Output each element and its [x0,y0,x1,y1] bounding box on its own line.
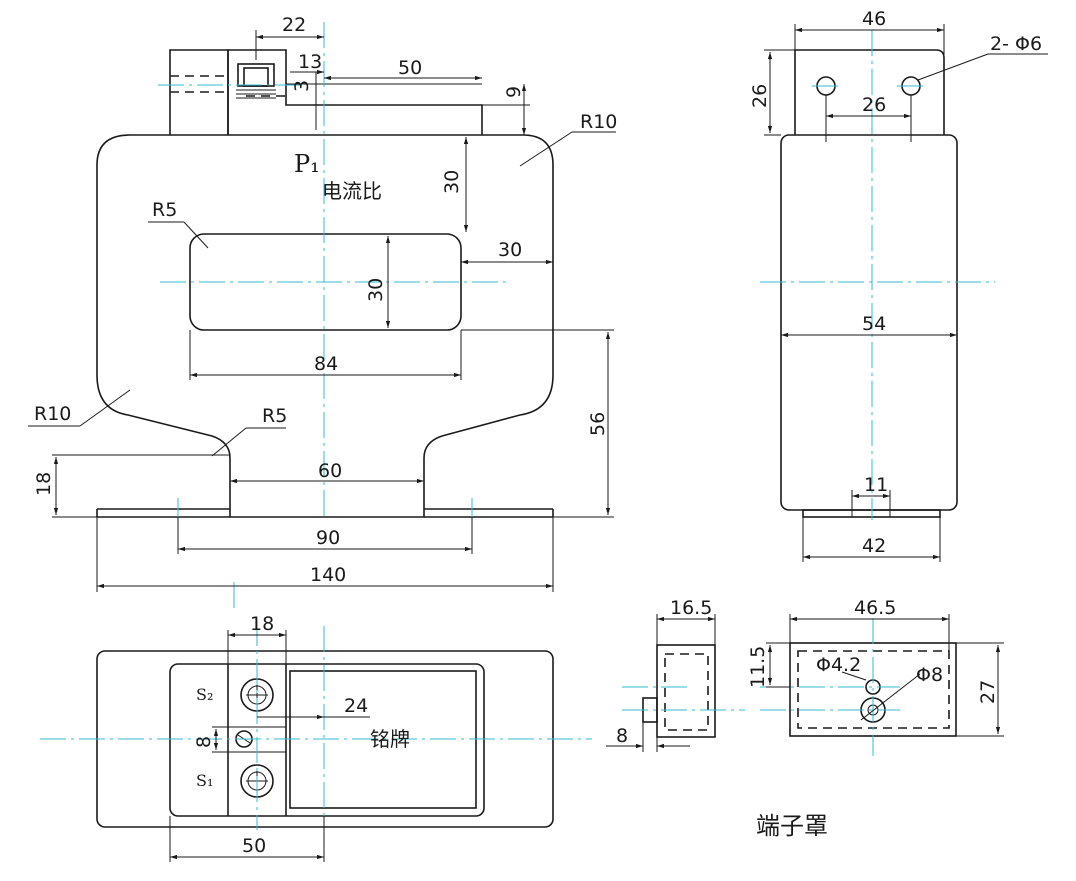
dim-50-bottom: 50 [242,835,266,857]
dim-11: 11 [864,474,888,496]
dim-3: 3 [291,80,313,92]
dim-8-cover: 8 [616,725,628,747]
s2-label: S₂ [196,685,213,704]
dim-90: 90 [316,527,340,549]
dim-phi4-2: Φ4.2 [816,654,861,676]
cover-side-view: 16.5 8 [606,597,745,752]
dim-54: 54 [862,313,886,335]
front-base-plate [96,508,554,518]
dim-46-5: 46.5 [854,597,896,619]
dim-11-5: 11.5 [747,646,769,688]
dim-56: 56 [587,412,609,436]
r10-top: R10 [580,111,617,133]
dim-9: 9 [503,86,525,98]
dim-30-top: 30 [441,170,463,194]
dim-13: 13 [298,51,322,73]
cover-caption: 端子罩 [756,812,828,840]
dim-22: 22 [282,14,306,36]
dim-18-top: 18 [250,613,274,635]
dim-16-5: 16.5 [670,597,712,619]
top-terminal-area [169,663,485,817]
dim-27: 27 [977,680,999,704]
dim-140: 140 [310,564,346,586]
front-view: P₁ 电流比 22 13 3 50 9 30 30 30 84 [28,14,617,612]
dim-26-height: 26 [749,84,771,108]
ratio-label: 电流比 [322,179,382,203]
hole-spec: 2- Φ6 [990,33,1042,55]
dim-50-top: 50 [398,57,422,79]
r10-bottom: R10 [34,403,71,425]
side-view: 46 26 26 2- Φ6 54 11 42 [749,8,1048,562]
dim-42: 42 [862,535,886,557]
dim-46: 46 [862,8,886,30]
dim-26-holes: 26 [862,94,886,116]
dim-30-side: 30 [498,239,522,261]
dim-60: 60 [318,460,342,482]
r5-window: R5 [152,199,177,221]
r5-leg: R5 [262,405,287,427]
top-view: S₂ S₁ 铭牌 18 24 8 50 [40,613,592,862]
dim-phi8: Φ8 [916,664,943,686]
dim-18: 18 [33,472,55,496]
cover-side-body [656,644,716,738]
cover-front-view: 46.5 11.5 Φ4.2 Φ8 27 [747,597,1004,756]
dim-8-top: 8 [193,736,215,748]
p1-label: P₁ [294,150,320,178]
side-terminal-block [794,49,945,135]
front-screw-icon [236,63,276,99]
dim-24: 24 [344,695,368,717]
nameplate-label: 铭牌 [370,727,410,751]
s1-label: S₁ [196,771,213,790]
dim-84: 84 [314,353,338,375]
front-window [189,233,462,331]
dim-30-window: 30 [365,278,387,302]
